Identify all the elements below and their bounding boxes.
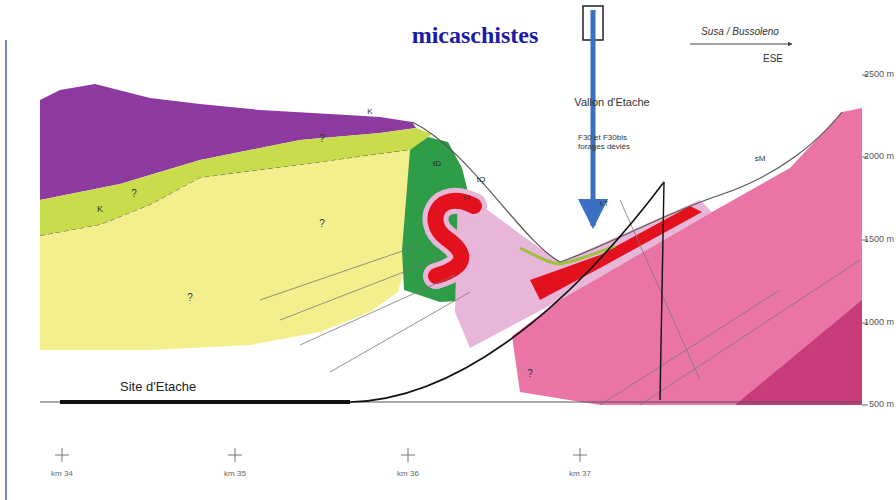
section-label: tQ xyxy=(477,176,485,185)
section-label: 500 m xyxy=(869,400,894,410)
tunnel xyxy=(60,400,350,404)
section-label: km 34 xyxy=(51,470,73,479)
red-band xyxy=(530,206,702,300)
section-label: sM xyxy=(755,155,766,164)
borehole-curve xyxy=(350,182,664,402)
section-label: km 37 xyxy=(569,470,591,479)
section-label: ? xyxy=(187,292,193,303)
section-label: r-t xyxy=(464,194,471,202)
section-label: Vallon d'Etache xyxy=(574,96,649,108)
section-label: 2500 m xyxy=(864,70,894,80)
pink-body xyxy=(512,108,862,405)
callout-arrow xyxy=(591,10,596,226)
section-label: F30 et F30bis forages déviés xyxy=(578,134,650,152)
section-label: 2000 m xyxy=(864,152,894,162)
callout-label: micaschistes xyxy=(412,22,539,48)
s-fold-rim xyxy=(435,201,474,276)
section-label: K xyxy=(97,205,103,215)
borehole-vertical xyxy=(660,182,664,400)
direction-arrow xyxy=(690,44,792,45)
km-crosses xyxy=(55,448,587,462)
section-label: Site d'Etache xyxy=(120,380,196,394)
base-line xyxy=(40,402,862,403)
section-label: 1500 m xyxy=(864,235,894,245)
section-label: 1000 m xyxy=(864,318,894,328)
section-label: km 35 xyxy=(224,470,246,479)
valley-fill xyxy=(520,246,615,264)
section-label: ? xyxy=(319,218,325,229)
section-label: ? xyxy=(319,133,325,144)
section-label: km 36 xyxy=(397,470,419,479)
section-label: ? xyxy=(527,368,533,379)
section-label: t-T xyxy=(600,200,609,208)
fault-lines xyxy=(260,200,860,405)
section-label: Susa / Bussoleno xyxy=(701,26,779,37)
topography xyxy=(412,112,842,262)
frame-edge xyxy=(5,40,7,500)
section-label: tD xyxy=(433,160,441,169)
section-label: ESE xyxy=(763,53,783,64)
section-label: K xyxy=(367,108,372,117)
section-label: ? xyxy=(131,188,137,199)
dark-pink-body xyxy=(735,300,862,405)
s-fold xyxy=(435,201,474,276)
